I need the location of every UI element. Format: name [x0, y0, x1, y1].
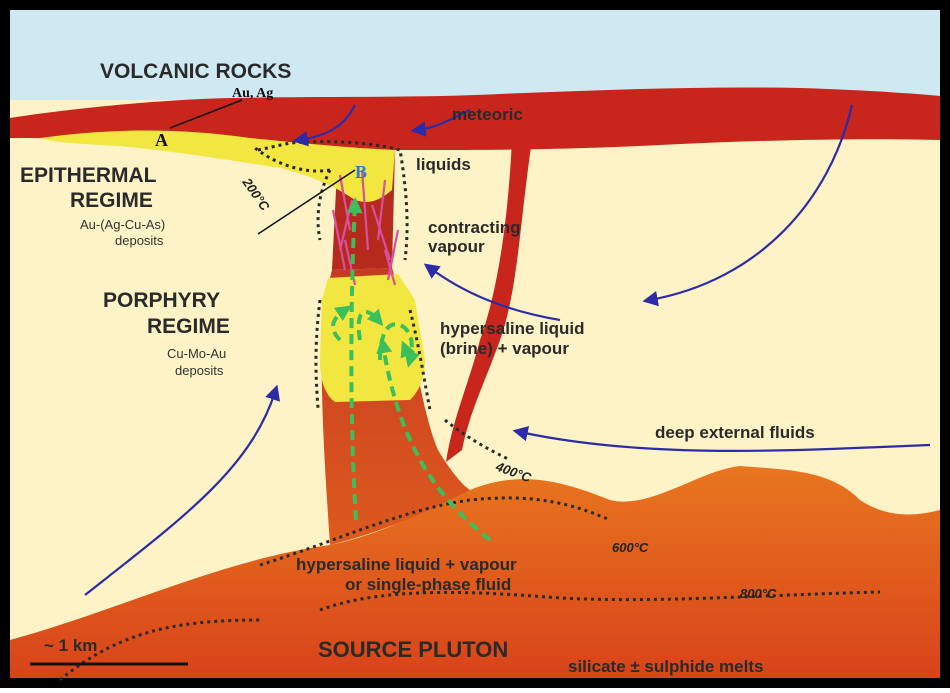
contracting-label-line1: contracting	[428, 218, 521, 237]
hypersaline-brine-line1: hypersaline liquid	[440, 319, 585, 338]
hypersaline-single-line2: or single-phase fluid	[345, 575, 511, 594]
porphyry-title-line1: PORPHYRY	[103, 289, 220, 312]
porphyry-deposits-line2: deposits	[175, 363, 224, 378]
porphyry-title-line2: REGIME	[147, 315, 230, 338]
meteoric-label: meteoric	[452, 105, 523, 124]
scale-label: ~ 1 km	[44, 636, 97, 655]
liquids-label: liquids	[416, 155, 471, 174]
hypersaline-brine-line2: (brine) + vapour	[440, 339, 569, 358]
marker-b: B	[355, 162, 367, 182]
marker-a: A	[155, 130, 168, 150]
epithermal-title-line2: REGIME	[70, 189, 153, 212]
source-pluton-label: SOURCE PLUTON	[318, 637, 508, 662]
isotherm-800-label: 800°C	[740, 586, 777, 601]
epithermal-deposits-line1: Au-(Ag-Cu-As)	[80, 217, 165, 232]
epithermal-title-line1: EPITHERMAL	[20, 164, 157, 187]
hypersaline-single-line1: hypersaline liquid + vapour	[296, 555, 517, 574]
au-ag-label: Au, Ag	[232, 86, 273, 101]
porphyry-deposits-line1: Cu-Mo-Au	[167, 346, 226, 361]
isotherm-600-label: 600°C	[612, 540, 649, 555]
melts-label: silicate ± sulphide melts	[568, 657, 763, 676]
epithermal-deposits-line2: deposits	[115, 233, 164, 248]
volcanic-rocks-label: VOLCANIC ROCKS	[100, 60, 291, 83]
contracting-label-line2: vapour	[428, 237, 485, 256]
deep-external-fluids-label: deep external fluids	[655, 423, 815, 442]
